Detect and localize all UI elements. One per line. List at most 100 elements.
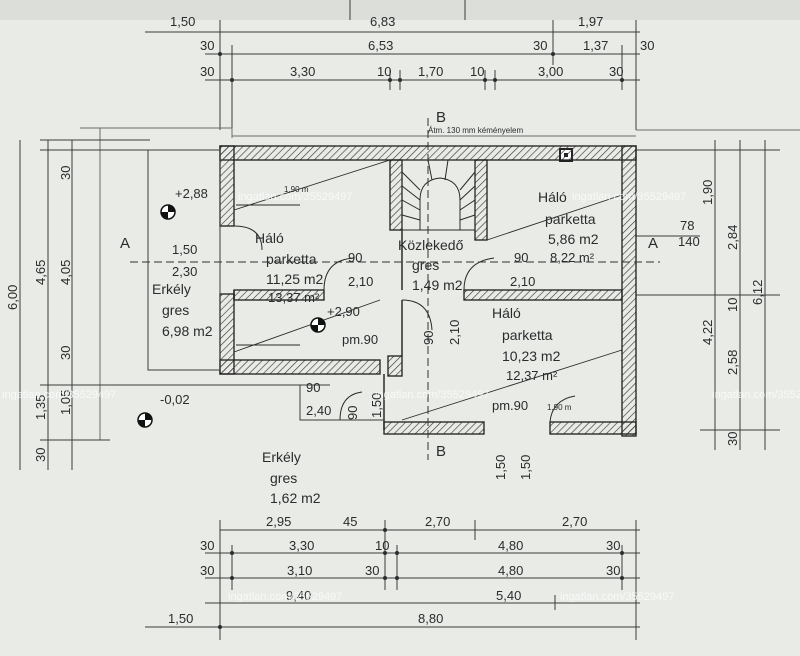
watermark-6: ingatlan.com/35529497 bbox=[228, 591, 342, 603]
room-kozlekedo-area: 1,49 m2 bbox=[412, 277, 463, 293]
dim-bottom-10: 30 bbox=[200, 563, 214, 578]
top-dimension-lines bbox=[145, 0, 640, 130]
room-halo-1-name: Háló bbox=[255, 230, 284, 246]
dim-bottom-12: 30 bbox=[365, 563, 379, 578]
dim-top-6: 30 bbox=[533, 38, 547, 53]
watermark-5: ingatlan.com/35529497 bbox=[712, 389, 800, 401]
dim-top-11: 10 bbox=[377, 64, 391, 79]
small-dim-9: 2,40 bbox=[306, 403, 331, 418]
dim-bottom-4: 2,70 bbox=[562, 514, 587, 529]
wall-mid-right bbox=[463, 289, 623, 301]
room-erkely-1-floor: gres bbox=[162, 302, 189, 318]
room-halo-1-floor: parketta bbox=[266, 251, 317, 267]
wall-left-upper bbox=[219, 145, 235, 227]
dim-left-8: 6,00 bbox=[5, 285, 20, 310]
elevation-marker-3 bbox=[137, 412, 153, 428]
dim-left-3: 4,05 bbox=[58, 260, 73, 285]
dim-right-6: 2,58 bbox=[725, 350, 740, 375]
dim-left-2: 4,65 bbox=[33, 260, 48, 285]
room-erkely-2-area: 1,62 m2 bbox=[270, 490, 321, 506]
elevation-2: +2,90 bbox=[327, 304, 360, 319]
dim-left-6: 1,05 bbox=[58, 390, 73, 415]
room-halo-1-area: 11,25 m2 bbox=[266, 271, 324, 287]
dim-right-1: 1,90 bbox=[700, 180, 715, 205]
room-kozlekedo: Közlekedő gres 1,49 m2 bbox=[398, 237, 464, 293]
dim-bottom-15: 9,40 bbox=[286, 588, 311, 603]
dim-right-4: 10 bbox=[725, 298, 740, 312]
elevation-1: +2,88 bbox=[175, 186, 208, 201]
wall-stair-right bbox=[474, 159, 488, 241]
watermark-4: ingatlan.com/35529497 bbox=[375, 389, 489, 401]
walls bbox=[219, 145, 637, 437]
elevation-marker-1 bbox=[160, 204, 176, 220]
small-dim-8: 90 bbox=[306, 380, 320, 395]
dim-top-2: 6,83 bbox=[370, 14, 395, 29]
bottom-dimension-lines bbox=[145, 520, 640, 640]
right-dimension-lines bbox=[636, 140, 780, 450]
dim-bottom-11: 3,10 bbox=[287, 563, 312, 578]
room-halo-2-area: 5,86 m2 bbox=[548, 231, 599, 247]
small-dim-11: 1,50 bbox=[369, 393, 384, 418]
dim-bottom-17: 1,50 bbox=[168, 611, 193, 626]
dim-bottom-1: 2,95 bbox=[266, 514, 291, 529]
chimney-note: Átm. 130 mm kéményelem bbox=[428, 126, 523, 135]
small-dim-3: 2,10 bbox=[348, 274, 373, 289]
dim-right-2: 2,84 bbox=[725, 225, 740, 250]
elevation-3: -0,02 bbox=[160, 392, 190, 407]
room-halo-3: Háló parketta 10,23 m2 12,37 m² bbox=[492, 305, 561, 383]
dim-bottom-5: 30 bbox=[200, 538, 214, 553]
dim-bottom-9: 30 bbox=[606, 538, 620, 553]
dim-bottom-8: 4,80 bbox=[498, 538, 523, 553]
dim-bottom-3: 2,70 bbox=[425, 514, 450, 529]
watermark-7: ingatlan.com/35529497 bbox=[560, 591, 674, 603]
room-halo-3-floor: parketta bbox=[502, 327, 553, 343]
balcony-outline bbox=[100, 149, 384, 421]
room-halo-1-area2: 13,37 m² bbox=[268, 290, 320, 305]
dim-top-15: 30 bbox=[609, 64, 623, 79]
room-erkely-2-name: Erkély bbox=[262, 449, 301, 465]
room-erkely-2-floor: gres bbox=[270, 470, 297, 486]
wall-bottom-right bbox=[549, 421, 637, 435]
room-halo-3-area: 10,23 m2 bbox=[502, 348, 561, 364]
roof-slope-lines bbox=[233, 159, 623, 421]
dim-left-7: 30 bbox=[33, 448, 48, 462]
wall-bottom-mid bbox=[383, 421, 485, 435]
small-dim-16: 1,90 m bbox=[547, 403, 572, 412]
paper-shade bbox=[0, 0, 800, 20]
dim-top-7: 1,37 bbox=[583, 38, 608, 53]
section-b-bottom: B bbox=[436, 443, 446, 460]
dim-top-9: 30 bbox=[200, 64, 214, 79]
room-kozlekedo-name: Közlekedő bbox=[398, 237, 464, 253]
dim-left-4: 30 bbox=[58, 346, 73, 360]
dim-bottom-6: 3,30 bbox=[289, 538, 314, 553]
wall-bottom-left bbox=[219, 359, 381, 375]
dim-top-8: 30 bbox=[640, 38, 654, 53]
bottom-dimension-ticks bbox=[218, 528, 624, 629]
top-dimension-ticks bbox=[218, 52, 624, 82]
dim-top-1: 1,50 bbox=[170, 14, 195, 29]
small-dim-10: 90 bbox=[345, 406, 360, 420]
small-dim-12: 1,50 bbox=[493, 455, 508, 480]
dim-right-3: 6,12 bbox=[750, 280, 765, 305]
dim-right-5: 4,22 bbox=[700, 320, 715, 345]
room-erkely-1-name: Erkély bbox=[152, 281, 191, 297]
small-dim-15: 140 bbox=[678, 234, 700, 249]
section-b-top: B bbox=[436, 109, 446, 126]
watermark-1: ingatlan.com/35529497 bbox=[238, 191, 352, 203]
small-dim-1: 1,90 m bbox=[284, 185, 309, 194]
dim-top-5: 6,53 bbox=[368, 38, 393, 53]
inner-thin-walls bbox=[233, 230, 403, 430]
elevation-marker-2 bbox=[310, 317, 326, 333]
dim-bottom-2: 45 bbox=[343, 514, 357, 529]
roof-outline bbox=[80, 127, 800, 440]
dim-bottom-16: 5,40 bbox=[496, 588, 521, 603]
wall-right bbox=[621, 145, 637, 437]
dim-bottom-18: 8,80 bbox=[418, 611, 443, 626]
section-a-left: A bbox=[120, 235, 130, 252]
small-dim-5: 2,10 bbox=[510, 274, 535, 289]
parapet-label-1: pm.90 bbox=[342, 332, 378, 347]
room-halo-2-name: Háló bbox=[538, 189, 567, 205]
room-halo-3-name: Háló bbox=[492, 305, 521, 321]
